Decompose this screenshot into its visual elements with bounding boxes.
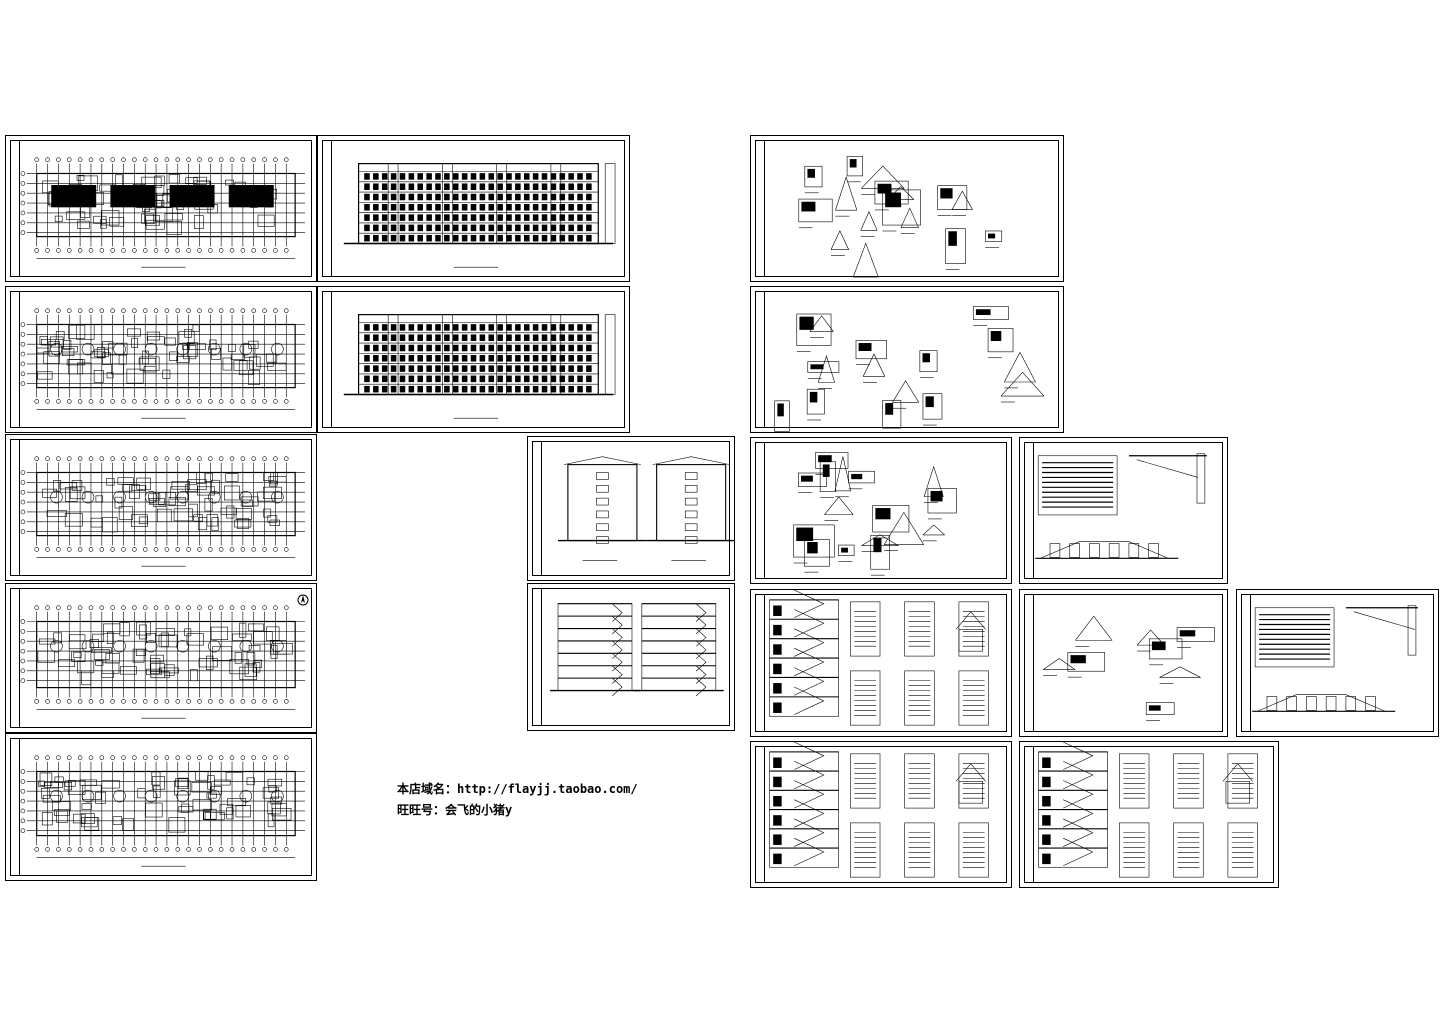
sheet-inner-frame [755,594,1007,732]
sheet-drawing [1035,453,1207,559]
sheet-inner-frame [10,588,312,728]
sheet-stair-1 [750,589,1012,737]
sheet-rear-elevation [317,286,630,433]
sheet-front-elevation [317,135,630,282]
sheet-inner-frame [1024,746,1274,883]
sheet-title-block [11,589,20,727]
sheet-drawing [343,314,616,419]
sheet-title-block [533,589,542,725]
sheet-drawing [20,755,306,867]
sheet-details-3 [750,437,1012,584]
sheet-stair-3 [1019,741,1279,888]
sheet-title-block [1025,443,1034,578]
sheet-title-block [756,595,765,731]
sheet-floor-plan-4 [5,583,317,733]
sheet-title-block [11,440,20,575]
sheet-drawing [769,590,989,726]
sheet-details-2 [750,286,1064,433]
sheet-drawing [793,452,957,576]
sheet-inner-frame [755,140,1059,277]
sheet-inner-frame [1024,442,1223,579]
contact-id-text: 旺旺号：会飞的小猪y [397,803,513,817]
sheet-title-block [1025,747,1034,882]
sheet-inner-frame [10,140,312,277]
sheet-inner-frame [322,140,625,277]
sheet-floor-plan-1 [5,135,317,282]
sheet-title-block [756,141,765,276]
sheet-side-elevations [527,436,735,581]
sheet-title-block [11,292,20,427]
sheet-inner-frame [1024,594,1223,732]
sheet-title-block [756,747,765,882]
shop-url-text: 本店域名：http://flayjj.taobao.com/ [397,782,638,796]
sheet-title-block [756,443,765,578]
sheet-inner-frame [1241,594,1434,732]
sheet-inner-frame [755,442,1007,579]
sheet-inner-frame [532,441,730,576]
sheet-stair-2 [750,741,1012,888]
sheet-inner-frame [10,291,312,428]
sheet-drawing [1252,605,1418,712]
sheet-drawing [769,742,989,878]
sheet-drawing [774,306,1045,432]
sheet-canopy-2 [1236,589,1439,737]
sheet-title-block [1025,595,1034,731]
sheet-canopy-1 [1019,437,1228,584]
sheet-drawing [20,157,306,268]
sheet-drawing [1043,615,1215,721]
sheet-title-block [323,292,332,427]
sheet-drawing [798,156,1003,278]
sheet-drawing [20,605,306,719]
sheet-floor-plan-3 [5,434,317,581]
sheet-title-block [323,141,332,276]
sheet-sections [527,583,735,731]
north-arrow-icon [297,594,309,606]
sheet-title-block [1242,595,1251,731]
caption-block: 本店域名：http://flayjj.taobao.com/ 旺旺号：会飞的小猪… [397,779,638,821]
sheet-floor-plan-5 [5,733,317,881]
sheet-drawing [1038,742,1258,878]
sheet-inner-frame [755,746,1007,883]
sheet-floor-plan-2 [5,286,317,433]
sheet-drawing [20,456,306,567]
sheet-inner-frame [10,439,312,576]
sheet-drawing [20,308,306,419]
sheet-inner-frame [10,738,312,876]
sheet-inner-frame [532,588,730,726]
sheet-details-1 [750,135,1064,282]
sheet-drawing [550,603,724,697]
sheet-drawing [558,456,734,561]
sheet-inner-frame [755,291,1059,428]
sheet-title-block [533,442,542,575]
sheet-title-block [11,739,20,875]
sheet-inner-frame [322,291,625,428]
sheet-title-block [11,141,20,276]
sheet-title-block [756,292,765,427]
sheet-details-4 [1019,589,1228,737]
sheet-drawing [343,163,616,268]
